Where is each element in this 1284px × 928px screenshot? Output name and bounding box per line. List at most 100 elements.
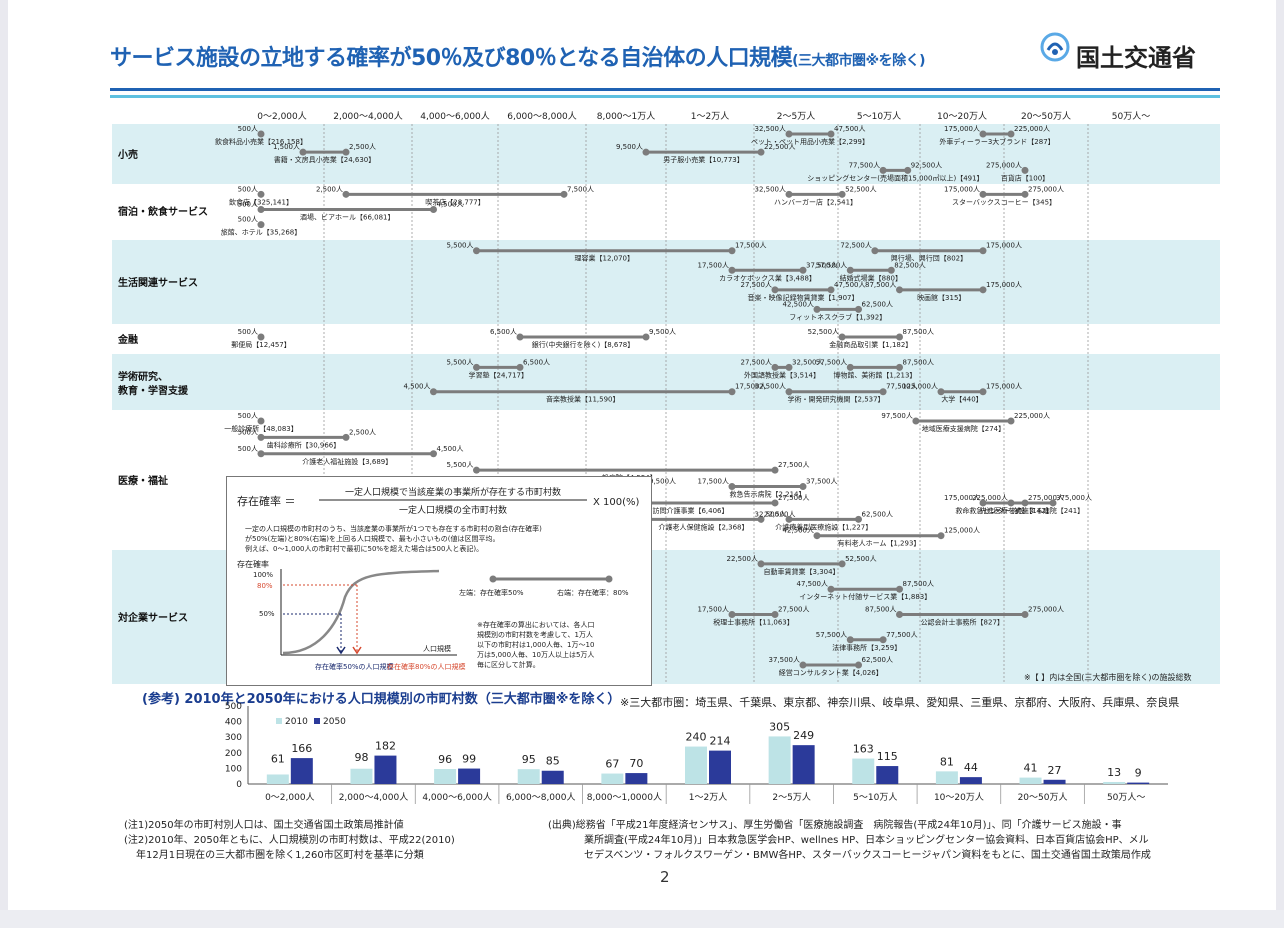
category-name: 医療・福祉 [118, 474, 168, 487]
bar-y-tick: 400 [225, 718, 242, 728]
arrow-80-icon [352, 646, 362, 655]
range-end-point [838, 560, 846, 568]
range-end-label: 92,500人 [911, 161, 943, 169]
range-end-label: 6,500人 [523, 358, 550, 366]
category-name: 生活関連サービス [118, 276, 198, 289]
range-item-label: ハンバーガー店【2,541】 [774, 197, 857, 206]
range-end-label: 9,500人 [649, 478, 676, 486]
range-start-point [896, 610, 903, 618]
page-title: サービス施設の立地する確率が50％及び80％となる自治体の人口規模(三大都市圏※… [110, 46, 925, 71]
range-start-label: 1,500人 [273, 143, 300, 151]
bar-2050 [792, 745, 815, 784]
range-end-point [771, 610, 779, 618]
range-start-point [838, 333, 846, 341]
formula-numerator: 一定人口規模で当該産業の事業所が存在する市町村数 [345, 486, 561, 498]
bar-2050 [876, 766, 899, 784]
range-item-label: 理容業【12,070】 [575, 254, 635, 263]
category-name: 小売 [117, 148, 138, 161]
column-label: 8,000～1万人 [597, 111, 656, 122]
range-end-point [855, 305, 862, 313]
metro-note: ※三大都市圏：埼玉県、千葉県、東京都、神奈川県、岐阜県、愛知県、三重県、京都府、… [620, 696, 1180, 709]
range-start-point [846, 363, 854, 371]
range-item-label: 博物館、美術館【1,213】 [833, 370, 916, 379]
range-start-label: 57,500人 [816, 631, 848, 639]
range-item-label: 飲食料品小売業【216,158】 [215, 137, 307, 146]
range-start-point [937, 388, 945, 396]
range-end-label: 77,500人 [886, 631, 918, 639]
page-number: 2 [660, 868, 670, 886]
range-end-label: 7,500人 [567, 185, 594, 193]
curve-y-label: 存在確率 [237, 559, 269, 569]
range-start-label: 17,500人 [698, 478, 730, 486]
bar-2050 [374, 755, 397, 784]
range-start-point [912, 417, 920, 425]
bar-category-label: 20～50万人 [1018, 792, 1068, 803]
legend-sample-start [489, 575, 497, 583]
legend-2050-swatch [314, 718, 320, 724]
range-end-point [979, 388, 987, 396]
range-start-label: 175,000人 [944, 494, 980, 502]
range-start-point [785, 190, 793, 198]
range-item-label: 百貨店【100】 [1001, 173, 1049, 182]
legend-2010-swatch [276, 718, 282, 724]
formula-lhs: 存在確率 ＝ [237, 494, 296, 508]
mark-80-label: 存在確率80%の人口規模 [387, 662, 466, 671]
bar-2050-value: 115 [877, 750, 898, 763]
bar-2050-value: 249 [793, 729, 814, 742]
bar-2010 [434, 769, 457, 784]
range-end-label: 375,000人 [1056, 494, 1092, 502]
range-end-point [799, 266, 807, 274]
bar-2010 [350, 768, 373, 784]
bar-2050 [709, 750, 731, 784]
range-start-label: 57,500人 [816, 261, 848, 269]
range-start-label: 27,500人 [741, 358, 773, 366]
category-band [112, 326, 1220, 352]
range-start-label: 9,500人 [616, 143, 643, 151]
range-start-point [1021, 166, 1029, 174]
category-name: 教育・学習支援 [117, 384, 189, 397]
range-item-label: 銀行(中央銀行を除く)【8,678】 [532, 340, 635, 349]
range-end-point [1021, 190, 1029, 198]
range-start-point [879, 166, 887, 174]
range-start-point [785, 515, 793, 523]
category-name: 対企業サービス [117, 611, 188, 624]
range-end-label: 2,500人 [349, 428, 376, 436]
range-start-label: 175,000人 [944, 185, 980, 193]
bar-2010 [935, 771, 958, 784]
range-end-label: 4,500人 [437, 200, 464, 208]
formula-desc: 一定の人口規模の市町村のうち、当該産業の事業所が1つでも存在する市町村の割合(存… [245, 524, 542, 533]
bar-2010 [601, 773, 624, 784]
range-item-label: 一般診療所【48,083】 [224, 424, 298, 433]
range-start-label: 6,500人 [490, 328, 517, 336]
range-end-label: 22,500人 [764, 143, 796, 151]
range-end-point [785, 363, 793, 371]
slide: サービス施設の立地する確率が50％及び80％となる自治体の人口規模(三大都市圏※… [8, 0, 1276, 910]
ministry-logo-icon [1040, 32, 1070, 62]
range-item-label: 救命救急センター施設【142】 [955, 506, 1052, 515]
range-start-point [827, 585, 835, 593]
range-end-point [430, 205, 437, 213]
range-item-label: 介護療養型医療施設【1,227】 [775, 522, 872, 531]
range-start-label: 37,500人 [769, 656, 801, 664]
range-start-point [257, 221, 265, 229]
range-start-point [342, 190, 350, 198]
footer-strip [0, 910, 1284, 928]
range-end-point [887, 266, 895, 274]
range-end-label: 37,500人 [806, 261, 838, 269]
bar-2010 [266, 774, 289, 784]
range-start-point [257, 450, 265, 458]
range-item-label: 外国語教授業【3,514】 [744, 370, 820, 379]
range-item-label: 法律事務所【3,259】 [832, 643, 901, 652]
range-end-label: 62,500人 [862, 656, 894, 664]
